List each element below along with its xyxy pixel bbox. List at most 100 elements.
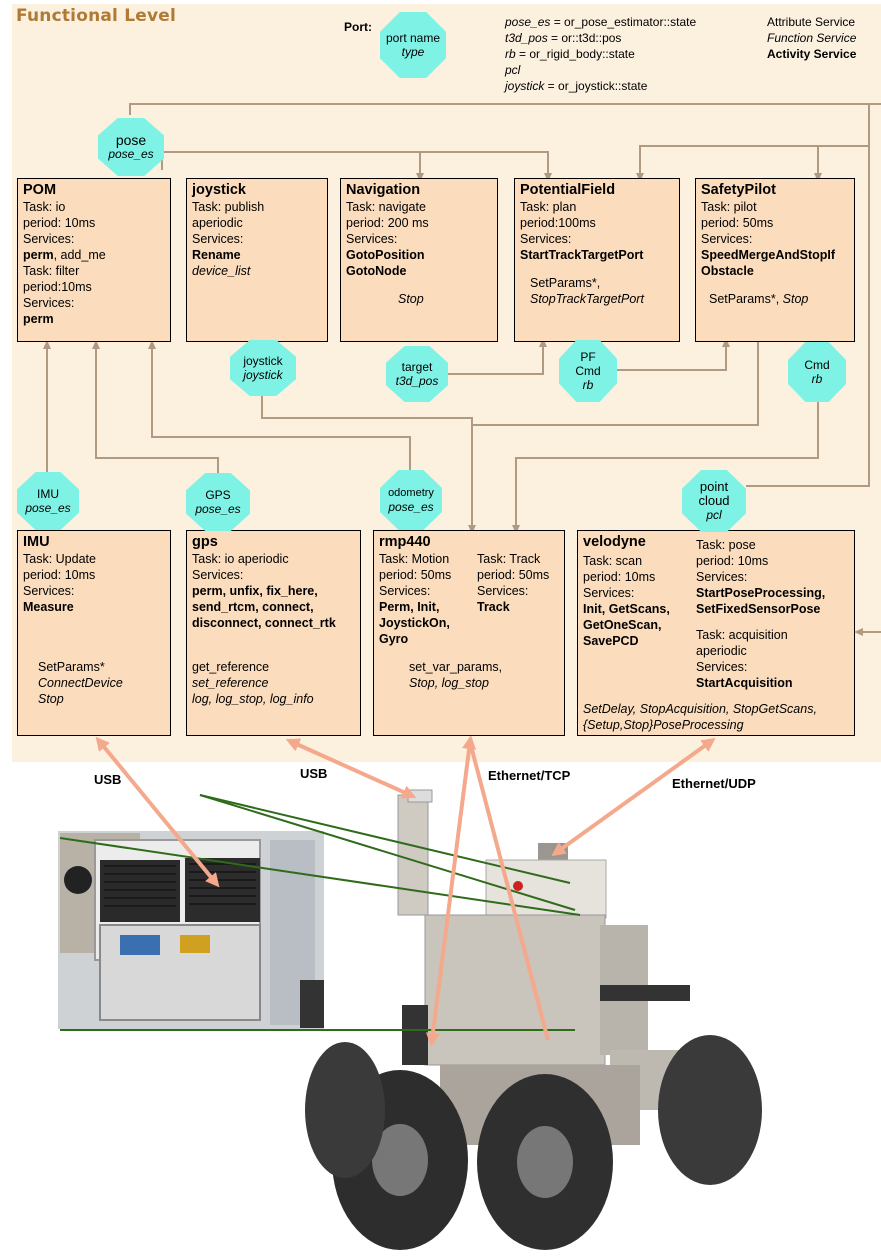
port-type: pose_es (108, 147, 154, 161)
services-line: Services: (23, 232, 75, 246)
function-service: StopTrackTargetPort (530, 292, 644, 306)
port-name: odometry (388, 487, 434, 499)
function-service: set_reference (192, 676, 269, 690)
task-line: Task: Update (23, 552, 96, 566)
rmp440-component-box: rmp440 Task: Motion period: 50ms Service… (373, 530, 565, 736)
link-label-usb: USB (94, 772, 122, 787)
services-line: Services: (192, 232, 244, 246)
period-line: period: 10ms (583, 570, 656, 584)
attribute-service: set_var_params, (409, 660, 503, 674)
services-list: Obstacle (701, 264, 754, 278)
port-gps: GPS pose_es (186, 473, 250, 531)
services-list: StartPoseProcessing, (696, 586, 826, 600)
scan-task-column: Task: scan period: 10ms Services: Init, … (583, 553, 670, 649)
legend-map-row: t3d_pos = or::t3d::pos (505, 31, 622, 45)
legend-service-types: Attribute Service Function Service Activ… (767, 14, 856, 62)
attribute-service: SetParams* (38, 660, 105, 674)
services-line: Services: (346, 232, 398, 246)
services-line: Services: (696, 660, 748, 674)
task-line: Task: pilot (701, 200, 757, 214)
port-name: cloud (698, 493, 730, 508)
services-list: perm, add_me (23, 248, 106, 262)
attribute-service: get_reference (192, 660, 270, 674)
services-line: Services: (696, 570, 748, 584)
services-line: Services: (477, 584, 529, 598)
period-line: aperiodic (696, 644, 747, 658)
services-list: Gyro (379, 632, 409, 646)
period-line: period:100ms (520, 216, 596, 230)
legend-map-row: joystick = or_joystick::state (505, 79, 648, 93)
function-service: ConnectDevice (38, 676, 123, 690)
port-type: rb (582, 378, 594, 392)
services-list: SpeedMergeAndStopIf (701, 248, 836, 262)
port-name: Cmd (575, 364, 601, 378)
port-target: target t3d_pos (386, 346, 448, 402)
services-list: StartAcquisition (696, 676, 793, 690)
joystick-component-box: joystick Task: publish aperiodic Service… (186, 178, 328, 342)
component-name: Navigation (346, 182, 421, 198)
component-name: joystick (192, 182, 246, 198)
component-name: PotentialField (520, 182, 616, 198)
imu-component-box: IMU Task: Update period: 10ms Services: … (17, 530, 171, 736)
function-service: SetDelay, StopAcquisition, StopGetScans, (583, 702, 817, 716)
services-line: Services: (520, 232, 572, 246)
period-line: period: 50ms (701, 216, 774, 230)
port-name: IMU (37, 487, 59, 501)
port-name: target (401, 360, 433, 374)
legend-port-type: type (401, 45, 425, 59)
legend-type-map: pose_es = or_pose_estimator::state t3d_p… (505, 14, 696, 94)
function-service: Stop (38, 692, 64, 706)
function-service: device_list (192, 264, 251, 278)
port-type: t3d_pos (395, 374, 439, 388)
task-line: Task: io aperiodic (192, 552, 289, 566)
port-name: joystick (243, 354, 283, 368)
port-type: pose_es (388, 500, 434, 514)
attribute-service: SetParams*, (530, 276, 601, 290)
pose-task-column: Task: pose period: 10ms Services: StartP… (696, 537, 825, 691)
services-list: SavePCD (583, 634, 639, 648)
velodyne-function-services: SetDelay, StopAcquisition, StopGetScans,… (583, 701, 817, 733)
pom-component-box: POM Task: io period: 10ms Services: perm… (17, 178, 171, 342)
period-line: period: 10ms (23, 568, 96, 582)
port-point-cloud: point cloud pcl (682, 470, 746, 532)
function-service: log, log_stop, log_info (192, 692, 314, 706)
period-line: period: 10ms (23, 216, 96, 230)
task-line: Task: plan (520, 200, 577, 214)
period-line: period: 200 ms (346, 216, 429, 230)
gps-component-box: gps Task: io aperiodic Services: perm, u… (186, 530, 361, 736)
component-name: SafetyPilot (701, 182, 776, 198)
services-list: Rename (192, 248, 241, 262)
services-list: Perm, Init, (379, 600, 440, 614)
services-line: Services: (192, 568, 244, 582)
services-list: disconnect, connect_rtk (192, 616, 336, 630)
services-line: Services: (583, 586, 635, 600)
link-label-ethernet-tcp: Ethernet/TCP (488, 768, 571, 783)
port-name: Cmd (804, 358, 830, 372)
services-list: Track (477, 600, 510, 614)
port-name: pose (115, 132, 147, 148)
port-type: joystick (243, 368, 283, 382)
services-list: StartTrackTargetPort (520, 248, 644, 262)
task-line: Task: acquisition (696, 628, 788, 642)
legend-map-row: rb = or_rigid_body::state (505, 47, 635, 61)
motion-task-column: Task: Motion period: 50ms Services: Perm… (379, 551, 451, 647)
function-service: Stop (398, 292, 424, 306)
component-name: rmp440 (379, 534, 431, 550)
legend-port-name: port name (385, 31, 441, 45)
services-list: Init, GetScans, (583, 602, 670, 616)
port-name: point (699, 479, 729, 494)
services-line: Services: (23, 584, 75, 598)
component-name: POM (23, 182, 57, 198)
services-list: send_rtcm, connect, (192, 600, 314, 614)
port-odometry: odometry pose_es (380, 470, 442, 530)
period-line: period: 50ms (379, 568, 452, 582)
task-line: Task: publish (192, 200, 265, 214)
services-list: GotoPosition (346, 248, 425, 262)
services-list: GotoNode (346, 264, 407, 278)
component-name: IMU (23, 534, 50, 550)
services-line: Services: (701, 232, 753, 246)
legend-port-octagon: port name type (380, 12, 446, 78)
period-line: period: 50ms (477, 568, 550, 582)
safetypilot-component-box: SafetyPilot Task: pilot period: 50ms Ser… (695, 178, 855, 342)
